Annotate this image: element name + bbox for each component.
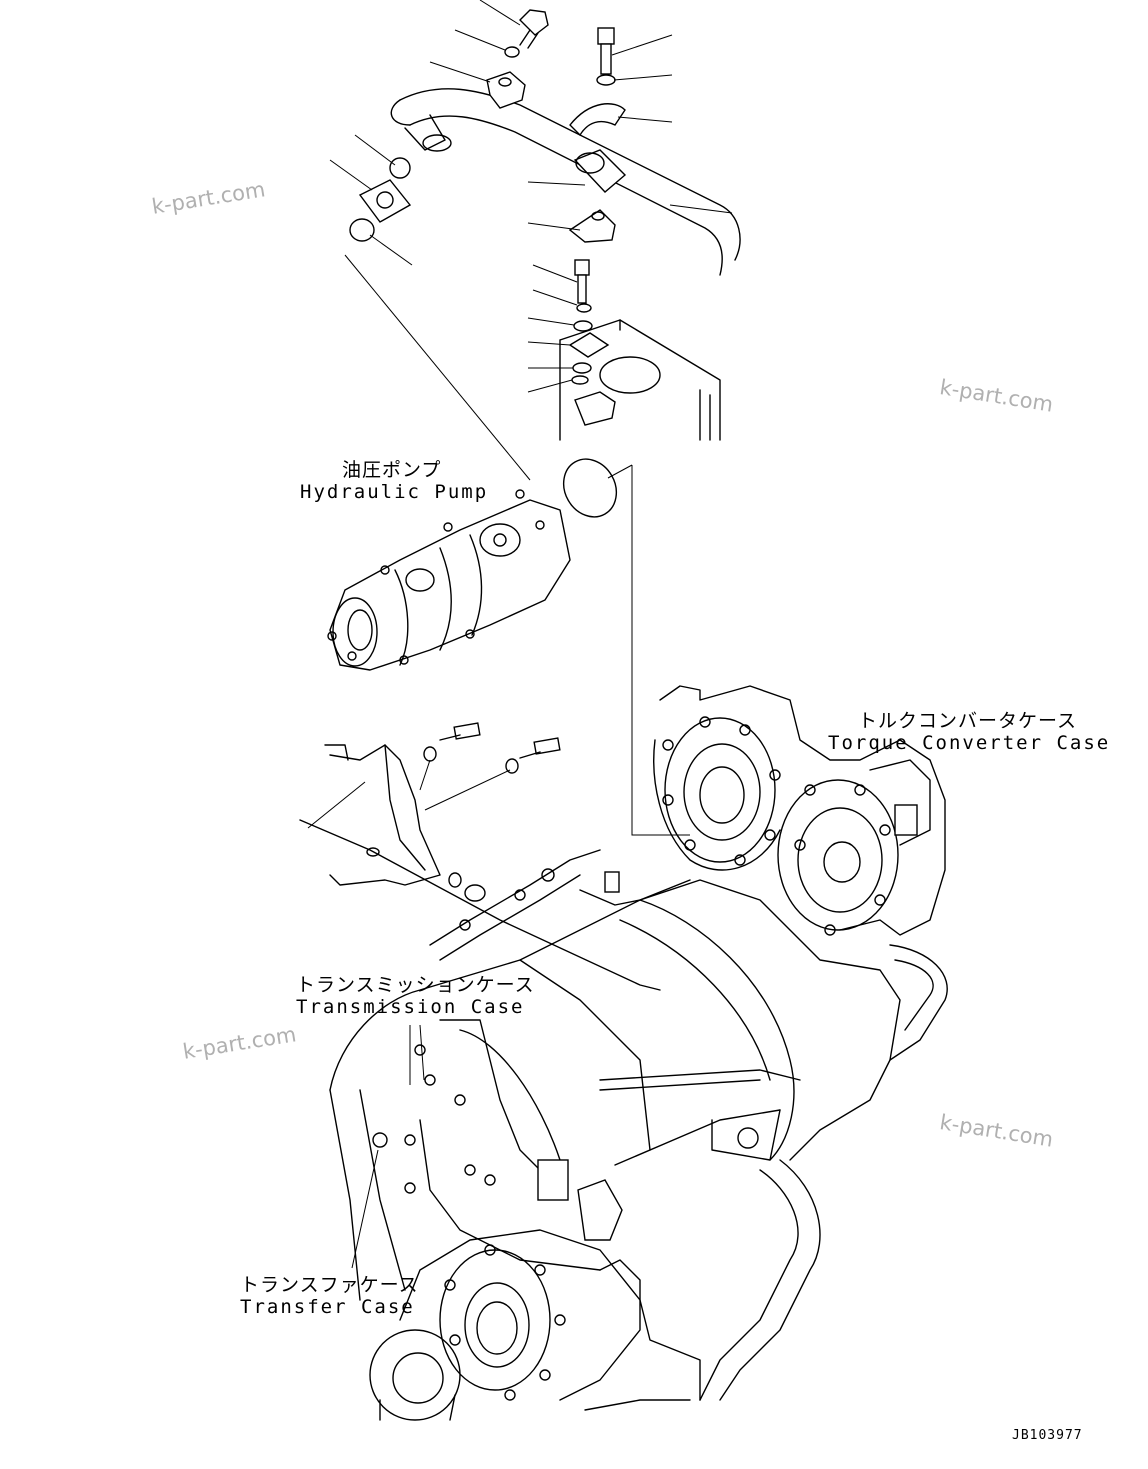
label-transfer-case-en: Transfer Case (240, 1295, 415, 1318)
flange-left (349, 157, 412, 242)
drawing-code: JB103977 (1012, 1428, 1083, 1443)
bolt-top-right (596, 27, 616, 86)
hydraulic-pipe (390, 88, 741, 276)
o-ring (562, 458, 618, 518)
pump-bracket (324, 722, 561, 902)
transfer-case (369, 1229, 701, 1421)
bolt-stack (568, 259, 610, 385)
hydraulic-pump (327, 489, 571, 671)
label-transmission-case-ja: トランスミッションケース (296, 974, 535, 996)
pipe-clamp-upper (486, 71, 526, 109)
label-hydraulic-pump-en: Hydraulic Pump (300, 480, 489, 503)
bolt-top-left (504, 9, 549, 58)
clamp-half-lower (568, 209, 616, 243)
label-transfer-case: トランスファケース Transfer Case (240, 1274, 419, 1319)
label-transmission-case: トランスミッションケース Transmission Case (296, 974, 535, 1019)
label-hydraulic-pump: 油圧ポンプ Hydraulic Pump (300, 459, 489, 504)
transmission-case (299, 819, 948, 1401)
torque-converter-case (653, 685, 946, 936)
pipe-sleeve (573, 149, 627, 193)
label-transmission-case-en: Transmission Case (296, 995, 525, 1018)
label-torque-converter-case: トルクコンバータケース Torque Converter Case (828, 710, 1111, 755)
clamp-half-upper (569, 103, 626, 137)
callout-lines (307, 0, 733, 836)
label-torque-converter-case-ja: トルクコンバータケース (858, 710, 1078, 732)
label-leaders (351, 1024, 425, 1269)
label-hydraulic-pump-ja: 油圧ポンプ (342, 459, 442, 481)
pump-mount-block (559, 319, 721, 441)
label-torque-converter-case-en: Torque Converter Case (828, 731, 1111, 754)
label-transfer-case-ja: トランスファケース (240, 1274, 419, 1296)
